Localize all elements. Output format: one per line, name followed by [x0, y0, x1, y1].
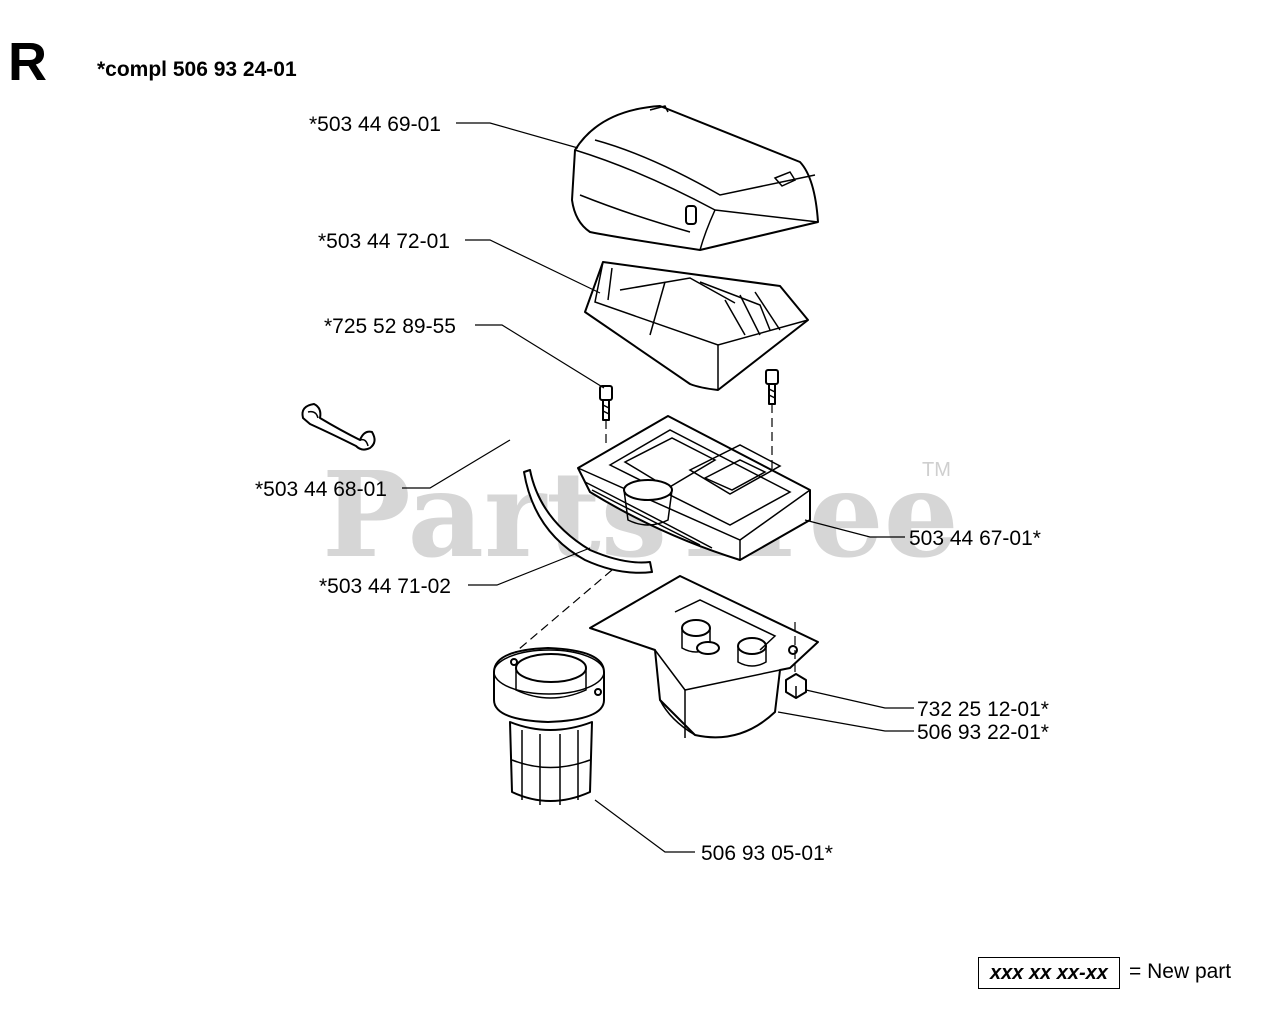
label-clip: *503 44 68-01: [255, 478, 387, 501]
screw-left: [599, 385, 613, 445]
air-filter-cover: [571, 105, 819, 251]
hex-nut: [785, 622, 807, 699]
watermark-trademark: TM: [922, 459, 951, 481]
label-screw: *725 52 89-55: [324, 315, 456, 338]
alignment-line-1: [511, 569, 613, 656]
cylindrical-filter-element: [493, 647, 605, 805]
filter-top-frame: [584, 261, 809, 391]
leader-lines: [402, 122, 914, 853]
label-filter-element: 506 93 05-01*: [701, 842, 833, 865]
label-cover: *503 44 69-01: [309, 113, 441, 136]
spring-clip: [301, 403, 376, 451]
assembly-part-number: *compl 506 93 24-01: [97, 58, 297, 81]
legend-new-part-text: = New part: [1129, 960, 1232, 983]
seal-strip: [523, 469, 653, 574]
label-intake-housing: 506 93 22-01*: [917, 721, 1049, 744]
label-filter-holder: 503 44 67-01*: [909, 527, 1041, 550]
label-seal-strip: *503 44 71-02: [319, 575, 451, 598]
label-filter-top: *503 44 72-01: [318, 230, 450, 253]
filter-holder-plate: [577, 415, 811, 561]
screw-right: [765, 369, 779, 470]
section-letter: R: [8, 32, 47, 92]
label-nut: 732 25 12-01*: [917, 698, 1049, 721]
legend-new-part-sample: xxx xx xx-xx: [978, 957, 1120, 989]
intake-housing: [589, 575, 819, 739]
